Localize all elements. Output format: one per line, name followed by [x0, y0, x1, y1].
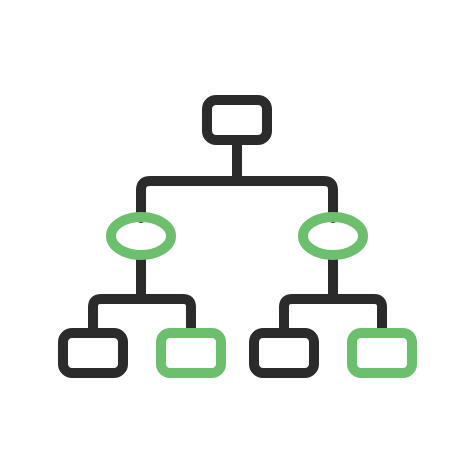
- leaf-node-2-icon: [156, 328, 226, 378]
- leaf-node-1-icon: [58, 328, 128, 378]
- leaf-node-4-icon: [347, 328, 417, 378]
- connectors-group: [88, 135, 387, 338]
- leaf-node-3-icon: [249, 328, 319, 378]
- left-middle-node-icon: [106, 212, 176, 260]
- right-lower-branch: [279, 294, 387, 338]
- left-lower-branch: [88, 294, 196, 338]
- right-middle-node-icon: [298, 212, 368, 260]
- top-branch: [136, 176, 338, 223]
- root-node-icon: [202, 95, 272, 145]
